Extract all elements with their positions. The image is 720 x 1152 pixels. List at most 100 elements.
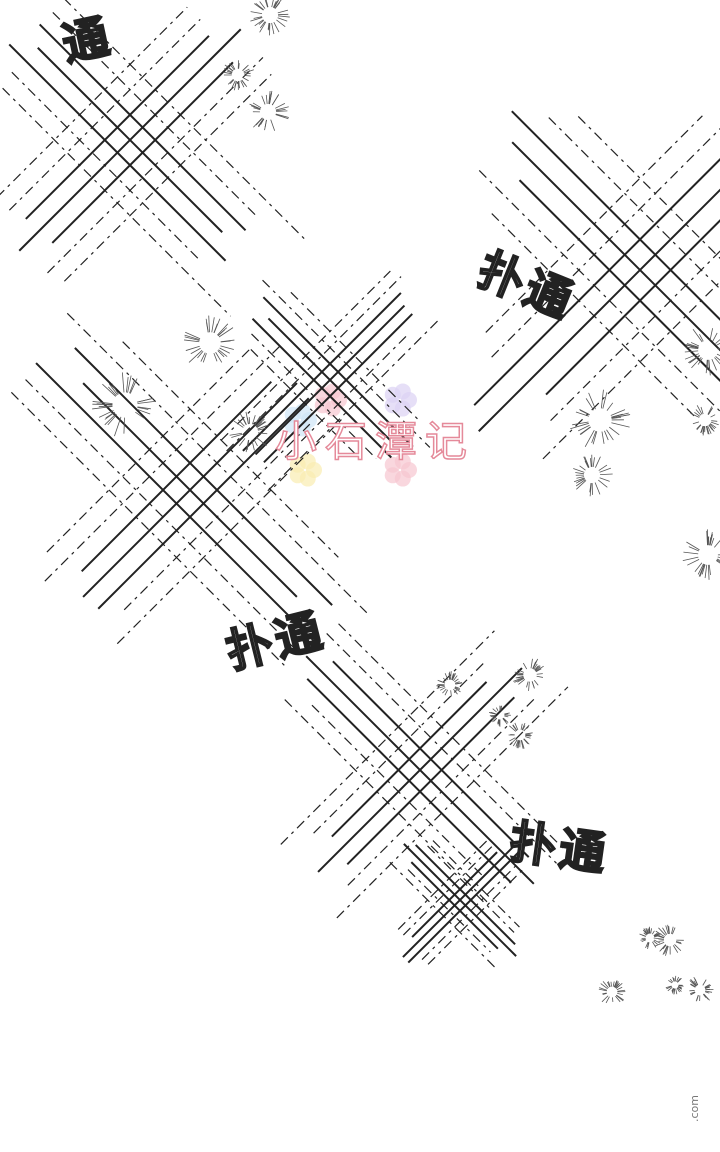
- sparkle-burst: [269, 23, 270, 30]
- sparkle-burst: [525, 737, 530, 739]
- sparkle-burst: [496, 708, 498, 711]
- sparkle-burst: [693, 422, 699, 424]
- sparkle-burst: [580, 466, 586, 470]
- sparkle-burst: [697, 425, 701, 429]
- sparkle-burst: [189, 350, 202, 362]
- sparkle-burst: [674, 989, 675, 994]
- sparkle-burst: [436, 685, 444, 686]
- sparkle-burst: [642, 935, 646, 936]
- sparkle-burst: [674, 944, 680, 950]
- sparkle-burst: [687, 559, 699, 565]
- sparkle-burst: [201, 353, 205, 362]
- sparkle-burst: [598, 480, 607, 487]
- sparkle-burst: [705, 565, 707, 578]
- sparkle-burst: [124, 418, 125, 434]
- sparkle-burst: [454, 679, 458, 682]
- petal-decoration: [325, 383, 341, 399]
- sparkle-burst: [593, 457, 594, 467]
- sparkle-burst: [504, 713, 509, 714]
- sparkle-burst: [676, 989, 677, 995]
- sparkle-burst: [219, 328, 233, 337]
- sparkle-burst: [220, 346, 233, 350]
- sparkle-burst: [617, 993, 623, 994]
- watermark-text: 小石潭记: [275, 408, 475, 469]
- sound-effect-lower-right: 扑通: [506, 805, 614, 884]
- sparkle-burst: [239, 81, 240, 88]
- sparkle-burst: [616, 995, 623, 1000]
- sparkle-burst: [278, 10, 288, 13]
- petal-decoration: [395, 383, 411, 399]
- sparkle-burst: [706, 360, 707, 373]
- sparkle-burst: [600, 474, 613, 475]
- sparkle-burst: [714, 535, 720, 547]
- sparkle-burst: [246, 412, 248, 424]
- sparkle-burst: [523, 663, 526, 669]
- sparkle-burst: [607, 403, 613, 411]
- sparkle-burst: [278, 18, 288, 21]
- speed-line: [0, 39, 231, 316]
- sparkle-burst: [714, 357, 720, 365]
- sparkle-burst: [251, 12, 262, 14]
- sparkle-burst: [534, 680, 538, 685]
- sparkle-burst: [595, 457, 600, 468]
- sparkle-burst: [652, 931, 654, 934]
- sparkle-burst: [209, 316, 210, 333]
- sparkle-burst: [445, 690, 448, 695]
- sparkle-burst: [114, 417, 121, 436]
- sparkle-burst: [272, 23, 274, 34]
- sparkle-burst: [272, 94, 279, 105]
- sparkle-burst: [710, 328, 713, 340]
- sparkle-burst: [265, 120, 266, 127]
- sparkle-burst: [580, 427, 590, 435]
- sparkle-burst: [703, 980, 706, 986]
- sparkle-burst: [537, 676, 543, 677]
- sparkle-burst: [442, 689, 446, 693]
- sparkle-burst: [603, 392, 607, 408]
- sparkle-burst: [602, 432, 604, 444]
- sparkle-burst: [254, 439, 258, 446]
- sparkle-burst: [276, 111, 287, 112]
- sparkle-burst: [275, 103, 285, 108]
- sparkle-burst: [440, 688, 445, 691]
- sparkle-burst: [662, 928, 666, 935]
- sparkle-burst: [613, 982, 614, 987]
- sparkle-burst: [451, 690, 452, 696]
- sparkle-burst: [516, 674, 523, 675]
- sparkle-burst: [586, 398, 594, 410]
- sparkle-burst: [266, 95, 267, 104]
- site-watermark: .com: [688, 1095, 701, 1122]
- sparkle-burst: [504, 716, 508, 717]
- sparkle-burst: [697, 405, 702, 414]
- sparkle-burst: [617, 990, 625, 991]
- sparkle-burst: [695, 563, 702, 572]
- sparkle-burst: [122, 372, 124, 392]
- sparkle-burst: [525, 733, 532, 734]
- sparkle-burst: [570, 423, 589, 428]
- sparkle-burst: [704, 994, 710, 1000]
- sparkle-burst: [217, 324, 228, 335]
- sparkle-burst: [708, 565, 709, 580]
- sparkle-burst: [709, 565, 710, 575]
- sparkle-burst: [590, 458, 591, 467]
- sparkle-burst: [510, 739, 516, 745]
- sparkle-burst: [711, 422, 719, 425]
- sparkle-burst: [521, 724, 522, 730]
- sparkle-burst: [651, 928, 652, 933]
- sparkle-burst: [203, 353, 206, 362]
- sparkle-burst: [450, 671, 451, 679]
- sparkle-burst: [271, 120, 275, 131]
- sparkle-burst: [711, 421, 717, 422]
- sparkle-burst: [531, 659, 532, 669]
- sparkle-burst: [589, 393, 596, 409]
- sparkle-burst: [212, 317, 215, 332]
- sparkle-burst: [713, 333, 717, 341]
- sparkle-burst: [575, 473, 584, 474]
- sparkle-burst: [137, 399, 150, 402]
- sparkle-burst: [712, 359, 717, 370]
- sparkle-burst: [130, 380, 135, 393]
- sparkle-burst: [274, 22, 279, 32]
- sparkle-burst: [220, 348, 230, 353]
- sparkle-burst: [611, 423, 629, 427]
- sparkle-burst: [244, 73, 250, 74]
- sparkle-burst: [658, 941, 663, 942]
